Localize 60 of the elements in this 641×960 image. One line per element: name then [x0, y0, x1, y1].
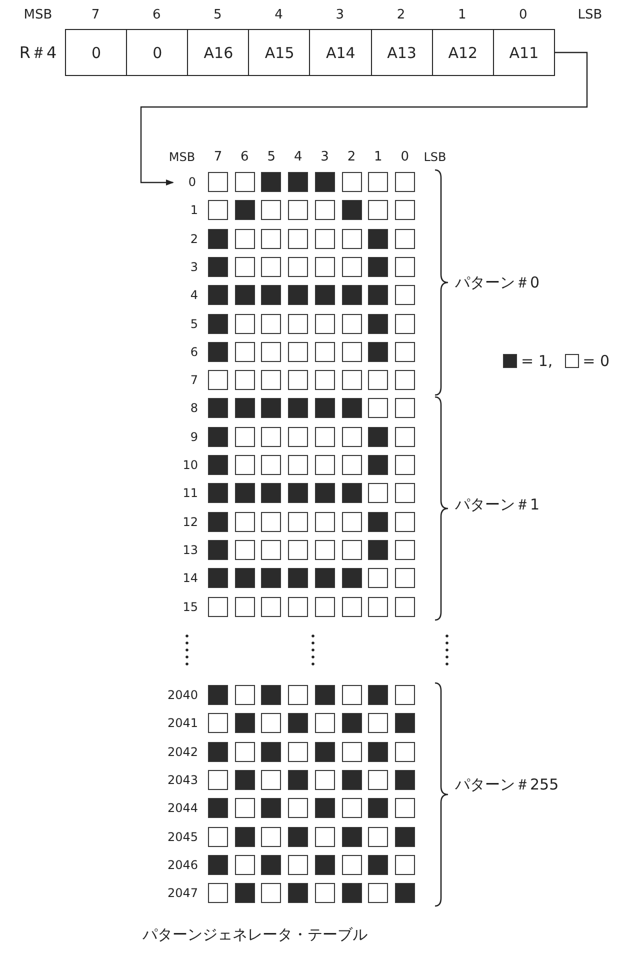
- pattern-label: パターン＃1: [455, 498, 540, 512]
- register-cell: A15: [248, 29, 311, 76]
- register-cell: 0: [126, 29, 189, 76]
- address-label: 2: [190, 232, 198, 245]
- pattern-label: パターン＃0: [455, 276, 540, 290]
- msb-label: MSB: [168, 151, 196, 163]
- address-label: 2047: [167, 887, 198, 900]
- bit-label: 3: [336, 8, 344, 22]
- address-label: 14: [182, 572, 198, 584]
- register-name: R＃4: [19, 45, 57, 61]
- address-label: 2046: [167, 858, 198, 871]
- register-cell: A14: [309, 29, 372, 76]
- register-cell: A13: [370, 29, 434, 76]
- address-label: 0: [176, 176, 196, 189]
- address-label: 1: [190, 204, 198, 216]
- msb-label: MSB: [24, 8, 52, 22]
- address-label: 5: [190, 318, 198, 330]
- address-label: 7: [190, 374, 198, 386]
- address-label: 2040: [167, 689, 198, 701]
- address-label: 13: [182, 544, 198, 556]
- legend-label: = 1,: [521, 352, 553, 370]
- bit-label: 4: [294, 150, 302, 164]
- address-label: 4: [190, 289, 198, 302]
- caption: パターンジェネレータ・テーブル: [142, 926, 368, 944]
- register-cell: A11: [492, 29, 556, 76]
- address-label: 6: [190, 346, 198, 358]
- legend-label: = 0: [582, 352, 610, 370]
- address-label: 10: [182, 459, 198, 471]
- register-cell: 0: [65, 29, 128, 76]
- address-label: 3: [190, 260, 198, 273]
- bit-label: 1: [458, 8, 466, 22]
- address-label: 2044: [167, 802, 198, 814]
- bit-label: 0: [519, 8, 528, 22]
- address-label: 12: [182, 516, 198, 528]
- address-label: 15: [182, 600, 198, 612]
- bit-label: 4: [274, 8, 283, 22]
- lsb-label: LSB: [424, 151, 446, 163]
- bit-label: 7: [91, 8, 100, 22]
- bit-label: 5: [267, 150, 276, 164]
- address-label: 2045: [167, 830, 198, 842]
- register-cell: A12: [432, 29, 494, 76]
- bit-label: 2: [347, 150, 356, 164]
- bit-label: 2: [396, 8, 406, 22]
- address-label: 11: [182, 487, 198, 500]
- address-label: 2042: [167, 746, 198, 758]
- lsb-label: LSB: [578, 8, 602, 22]
- address-label: 2041: [167, 717, 198, 730]
- bit-label: 5: [214, 8, 222, 22]
- bit-label: 0: [400, 150, 410, 164]
- bit-label: 1: [374, 150, 382, 164]
- address-label: 8: [190, 402, 198, 414]
- bit-label: 6: [240, 150, 249, 164]
- bit-label: 7: [214, 150, 222, 164]
- address-label: 2043: [167, 774, 198, 786]
- address-label: 9: [190, 430, 198, 443]
- bit-label: 3: [320, 150, 329, 164]
- connector-arrow: [140, 52, 588, 186]
- bit-label: 6: [152, 8, 161, 22]
- pattern-label: パターン＃255: [455, 778, 559, 792]
- register-cell: A16: [187, 29, 250, 76]
